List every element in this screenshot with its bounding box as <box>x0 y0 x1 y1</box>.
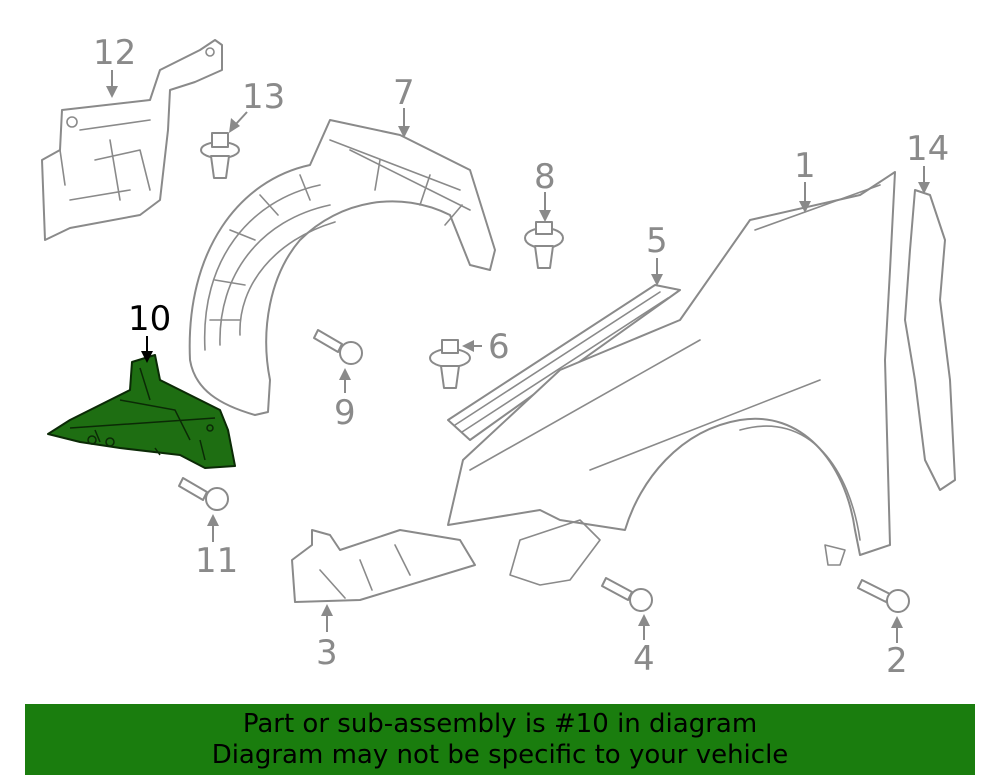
callout-11: 11 <box>195 541 238 581</box>
part-7-liner[interactable] <box>188 119 496 416</box>
callout-2: 2 <box>886 641 908 681</box>
part-8-clip[interactable] <box>524 221 564 269</box>
callout-1: 1 <box>794 146 816 186</box>
leader-3 <box>321 604 333 632</box>
leader-8 <box>539 192 551 222</box>
parts-diagram: 12 13 7 8 5 1 14 6 9 10 11 3 4 2 <box>41 33 956 681</box>
part-1-fender[interactable] <box>447 171 896 586</box>
leader-9 <box>339 368 351 393</box>
part-14-seal[interactable] <box>904 189 956 491</box>
part-9-bolt[interactable] <box>313 329 363 365</box>
leader-10 <box>141 336 153 363</box>
leader-13 <box>229 111 248 133</box>
banner-line-2: Diagram may not be specific to your vehi… <box>211 740 789 770</box>
callout-7: 7 <box>393 73 415 113</box>
callout-9: 9 <box>334 393 356 433</box>
part-11-bolt[interactable] <box>178 477 229 511</box>
part-4-bolt[interactable] <box>601 577 653 612</box>
info-banner: Part or sub-assembly is #10 in diagram D… <box>25 704 975 775</box>
callout-5: 5 <box>646 221 668 261</box>
leader-14 <box>918 166 930 194</box>
part-5-rail[interactable] <box>447 284 681 441</box>
callout-8: 8 <box>534 157 556 197</box>
part-12-shield[interactable] <box>41 39 223 241</box>
callout-13: 13 <box>242 77 285 117</box>
leader-1 <box>799 182 811 213</box>
part-2-bolt[interactable] <box>857 579 910 613</box>
banner-line-1: Part or sub-assembly is #10 in diagram <box>242 709 758 739</box>
callout-14: 14 <box>906 129 949 169</box>
leader-5 <box>651 258 663 286</box>
leader-11 <box>207 514 219 542</box>
callout-3: 3 <box>316 633 338 673</box>
part-10-shield-highlighted[interactable] <box>47 354 236 469</box>
callout-6: 6 <box>488 327 510 367</box>
part-3-bracket[interactable] <box>291 529 476 603</box>
leader-7 <box>398 108 410 138</box>
leader-12 <box>106 70 118 98</box>
callout-10: 10 <box>128 299 171 339</box>
leader-4 <box>638 614 650 640</box>
callout-12: 12 <box>93 33 136 73</box>
leader-2 <box>891 616 903 643</box>
part-6-clip[interactable] <box>429 339 471 389</box>
leader-6 <box>462 340 482 352</box>
part-13-clip[interactable] <box>200 132 240 179</box>
callout-4: 4 <box>633 639 655 679</box>
